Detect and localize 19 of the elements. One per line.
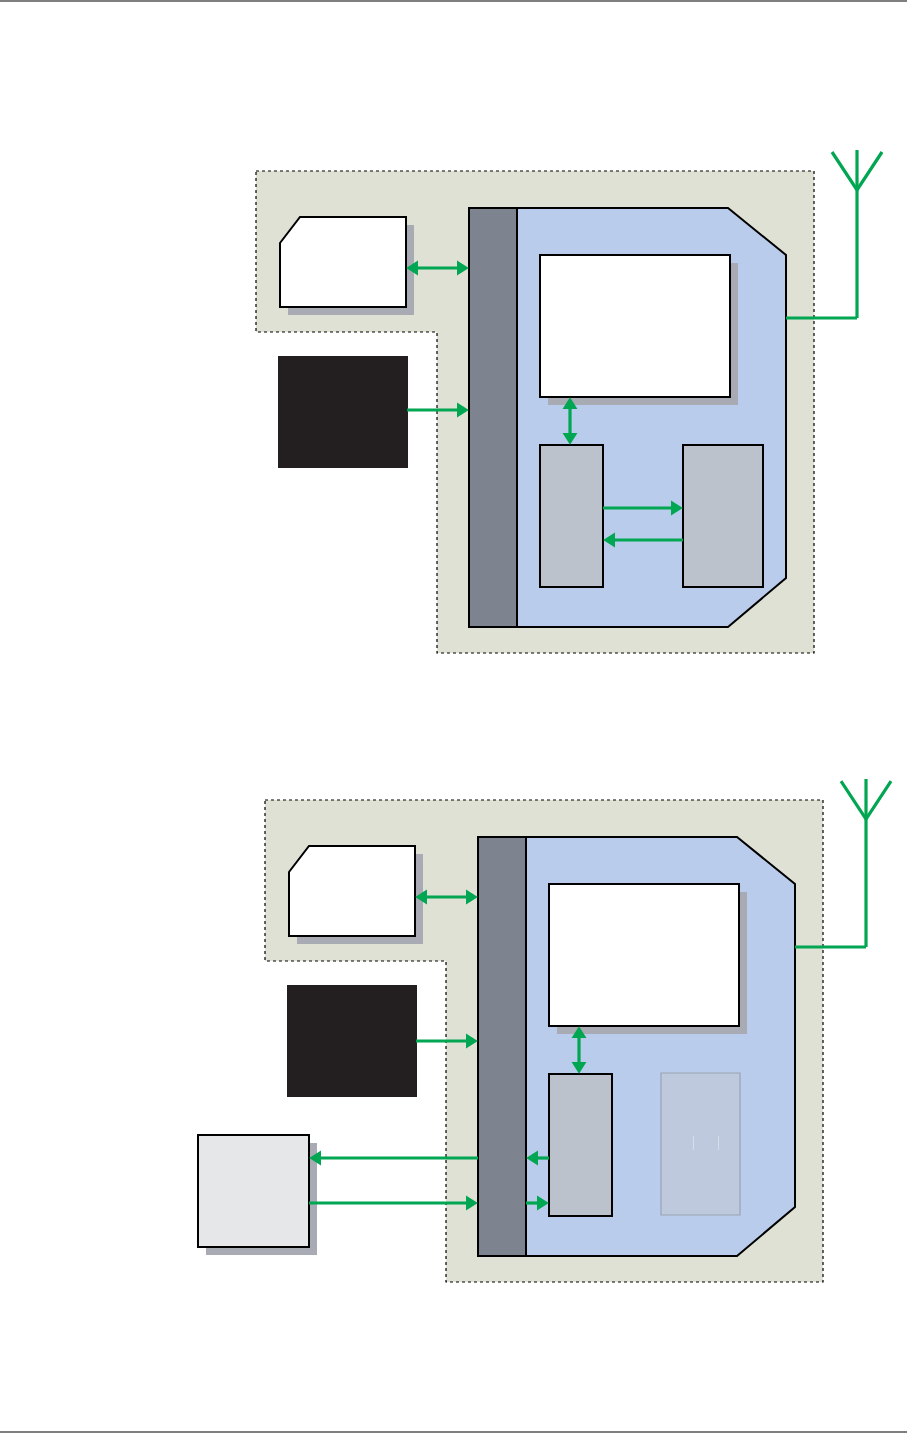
filled-square: [287, 985, 417, 1097]
filled-square: [278, 356, 408, 468]
device-body: [468, 207, 787, 628]
module-box: [539, 444, 604, 588]
device-body: [477, 836, 796, 1257]
dashed-region: [264, 799, 824, 1283]
display-box: [548, 883, 747, 1034]
side-strip: [477, 836, 527, 1257]
dashed-region: [255, 170, 815, 654]
external-box: [197, 1134, 317, 1255]
module-box: [548, 1073, 613, 1217]
card: [288, 845, 423, 944]
side-strip: [468, 207, 518, 628]
module-box: [682, 444, 764, 588]
antenna: [830, 150, 884, 318]
antenna: [839, 779, 893, 947]
display-box: [539, 254, 738, 405]
card: [279, 216, 414, 315]
faded-box: [660, 1072, 741, 1216]
